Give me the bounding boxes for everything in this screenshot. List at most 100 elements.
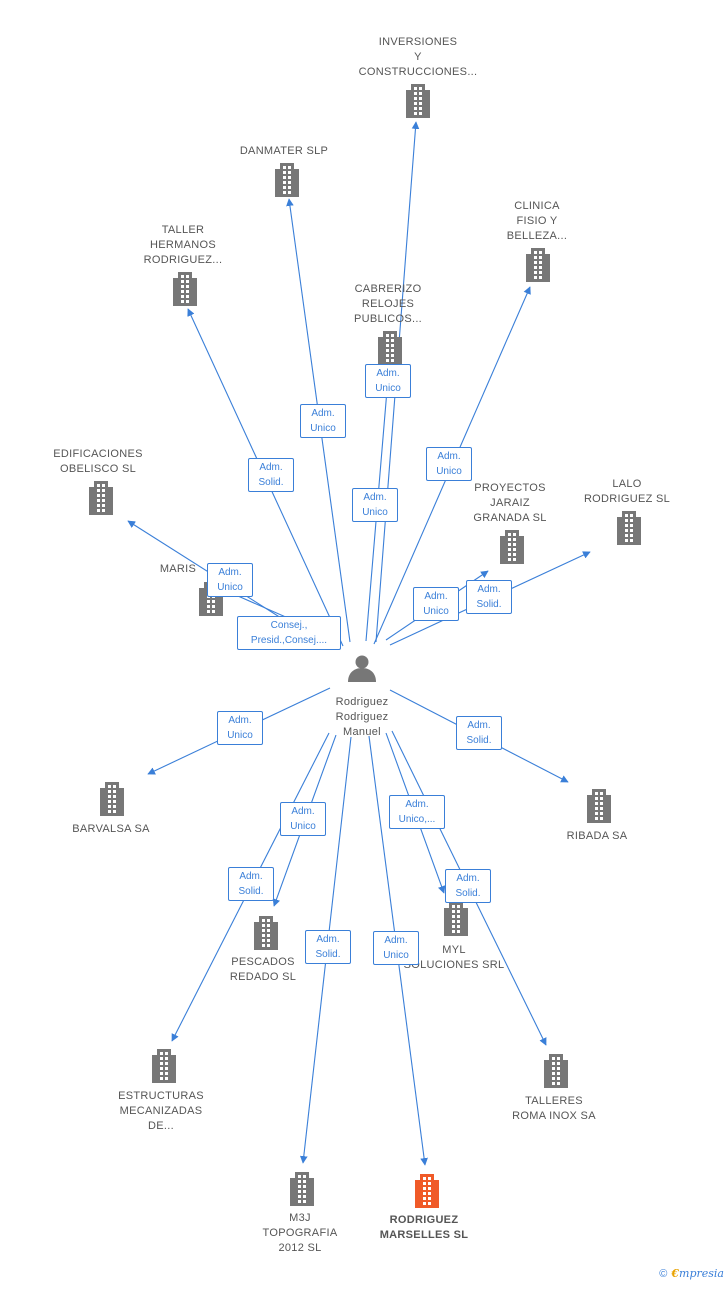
edge-label-rodriguez-marselles[interactable]: Adm. Unico xyxy=(373,931,419,965)
edge-label-proyectos[interactable]: Adm.Unico xyxy=(413,587,459,621)
edge-label-line: Unico,... xyxy=(398,814,436,825)
edge-label-line: Adm. xyxy=(311,408,335,419)
company-label-lalo[interactable]: LALO RODRIGUEZ SL xyxy=(552,477,702,507)
building-icon-lalo[interactable] xyxy=(617,511,641,545)
edge-label-barvalsa[interactable]: Adm.Unico xyxy=(217,711,263,745)
edge-label-line: Adm. xyxy=(291,806,315,817)
edge-label-line: Adm. xyxy=(259,462,283,473)
person-label-line: Manuel xyxy=(343,726,381,738)
building-icon-ribada[interactable] xyxy=(587,789,611,823)
edge-label-cabrerizo[interactable]: Adm. Unico xyxy=(352,488,398,522)
edge-label-marisa[interactable]: Consej., Presid.,Consej.... xyxy=(237,616,341,650)
edge-label-line: Unico xyxy=(217,582,243,593)
building-icon-taller-hermanos[interactable] xyxy=(173,272,197,306)
company-label-line: REDADO SL xyxy=(229,971,297,983)
footer-brand: ©€mpresia xyxy=(659,1267,724,1280)
building-icon-danmater[interactable] xyxy=(275,163,299,197)
icons-layer xyxy=(89,84,641,1208)
edge-label-line: Unico xyxy=(290,821,316,832)
building-icon-cabrerizo[interactable] xyxy=(378,331,402,365)
company-label-line: Y xyxy=(414,51,422,63)
building-icon-inversiones[interactable] xyxy=(406,84,430,118)
edge-label-line: Adm. xyxy=(376,368,400,379)
edge-label-ribada[interactable]: Adm.Solid. xyxy=(456,716,502,750)
company-label-line: DE... xyxy=(148,1120,174,1132)
company-label-marisa[interactable]: MARIS xyxy=(103,562,253,577)
building-icon-pescados[interactable] xyxy=(254,916,278,950)
company-label-line: OBELISCO SL xyxy=(59,463,137,475)
company-label-line: CONSTRUCCIONES... xyxy=(358,66,478,78)
company-label-line: RODRIGUEZ xyxy=(389,1214,459,1226)
company-label-pescados[interactable]: PESCADOS REDADO SL xyxy=(188,955,338,985)
edge-label-myl[interactable]: Adm. Unico,... xyxy=(389,795,445,829)
company-label-line: PROYECTOS xyxy=(474,482,546,494)
edge-label-line: Adm. xyxy=(424,591,448,602)
company-label-line: LALO xyxy=(612,478,642,490)
edge-label-talleres-roma[interactable]: Adm.Solid. xyxy=(445,869,491,903)
company-label-line: TALLER xyxy=(161,224,205,236)
person-icon[interactable] xyxy=(348,655,376,683)
edge-label-line: Unico xyxy=(362,507,388,518)
company-label-line: MECANIZADAS xyxy=(119,1105,203,1117)
company-label-estructuras[interactable]: ESTRUCTURAS MECANIZADAS DE... xyxy=(86,1089,236,1134)
company-label-danmater[interactable]: DANMATER SLP xyxy=(209,144,359,159)
building-icon-myl[interactable] xyxy=(444,902,468,936)
building-icon-proyectos[interactable] xyxy=(500,530,524,564)
edge-label-line: Adm. xyxy=(363,492,387,503)
edge-label-line: Adm. xyxy=(384,935,408,946)
edge-label-clinica[interactable]: Adm.Unico xyxy=(426,447,472,481)
company-label-barvalsa[interactable]: BARVALSA SA xyxy=(36,822,186,837)
company-label-line: ESTRUCTURAS xyxy=(118,1090,204,1102)
company-label-line: TOPOGRAFIA xyxy=(262,1227,338,1239)
company-label-line: PESCADOS xyxy=(231,956,295,968)
company-label-line: BELLEZA... xyxy=(506,230,568,242)
edge-label-line: Adm. xyxy=(456,873,480,884)
edge-label-line: Unico xyxy=(375,383,401,394)
building-icon-m3j[interactable] xyxy=(290,1172,314,1206)
company-label-clinica[interactable]: CLINICA FISIO Y BELLEZA... xyxy=(462,199,612,244)
edge-label-line: Adm. xyxy=(405,799,429,810)
edge-label-line: Unico xyxy=(383,950,409,961)
company-label-line: MYL xyxy=(442,944,466,956)
edge-label-line: Solid. xyxy=(315,949,341,960)
edge-label-m3j[interactable]: Adm.Solid. xyxy=(305,930,351,964)
edge-label-line: Unico xyxy=(227,730,253,741)
company-label-line: RODRIGUEZ SL xyxy=(583,493,671,505)
edge-label-edificaciones[interactable]: Adm.Unico xyxy=(207,563,253,597)
edge-label-inversiones[interactable]: Adm. Unico xyxy=(365,364,411,398)
building-icon-barvalsa[interactable] xyxy=(100,782,124,816)
building-icon-estructuras[interactable] xyxy=(152,1049,176,1083)
company-label-line: GRANADA SL xyxy=(473,512,547,524)
company-label-line: RELOJES xyxy=(361,298,415,310)
company-label-line: 2012 SL xyxy=(278,1242,322,1254)
edge-label-line: Solid. xyxy=(258,477,284,488)
edge-label-pescados[interactable]: Adm. Unico xyxy=(280,802,326,836)
company-label-ribada[interactable]: RIBADA SA xyxy=(522,829,672,844)
company-label-inversiones[interactable]: INVERSIONES Y CONSTRUCCIONES... xyxy=(343,35,493,80)
building-icon-edificaciones[interactable] xyxy=(89,481,113,515)
building-icon-rodriguez-marselles[interactable] xyxy=(415,1174,439,1208)
edge-label-line: Adm. xyxy=(239,871,263,882)
company-label-line: CLINICA xyxy=(514,200,560,212)
edge-label-line: Presid.,Consej.... xyxy=(250,635,328,646)
company-label-line: INVERSIONES xyxy=(378,36,458,48)
building-icon-talleres-roma[interactable] xyxy=(544,1054,568,1088)
edge-label-danmater[interactable]: Adm.Unico xyxy=(300,404,346,438)
person-label-line: Rodriguez xyxy=(335,696,389,708)
edge-label-line: Consej., xyxy=(270,620,308,631)
company-label-line: FISIO Y xyxy=(516,215,558,227)
edge-label-lalo[interactable]: Adm.Solid. xyxy=(466,580,512,614)
edge-label-estructuras[interactable]: Adm.Solid. xyxy=(228,867,274,901)
edge-label-taller-hermanos[interactable]: Adm. Solid. xyxy=(248,458,294,492)
copyright-symbol: © xyxy=(659,1268,668,1280)
building-icon-clinica[interactable] xyxy=(526,248,550,282)
